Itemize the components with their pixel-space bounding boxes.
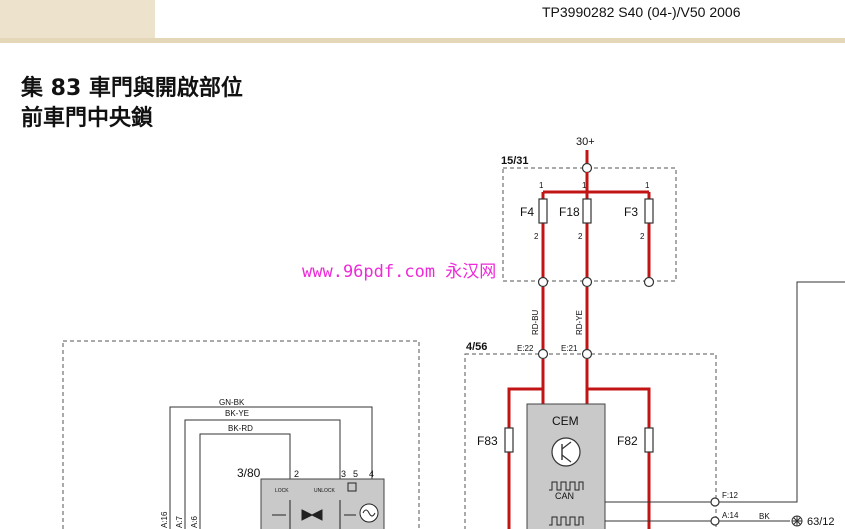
cem-conn-e22-node [537,348,549,360]
supply-node [581,162,593,174]
cem-bus-label: CAN [555,491,574,501]
fuse-f4 [538,198,548,224]
lock-conn-a6: A:6 [190,515,199,528]
lock-conn-a16: A:16 [160,511,169,528]
cem-rail-left [507,387,543,529]
lock-label: LOCK [275,488,289,494]
lock-switch-icon [272,482,357,529]
supply-label: 30+ [576,136,595,148]
fuse-f4-pin1: 1 [539,181,544,190]
f4-node [537,276,549,288]
wire-bk-label: BK [759,512,770,521]
cem-box-outline [464,353,717,529]
cem-conn-e22: E:22 [517,344,534,353]
wire-gn-bk [169,406,373,529]
conn-a14-label: A:14 [722,511,739,520]
ground-icon [791,515,803,527]
ground-label: 63/12 [807,516,835,528]
lock-pin-2: 2 [294,469,299,479]
lock-pin-5: 5 [353,469,358,479]
lock-wire-bk-rd: BK-RD [228,424,253,433]
f18-node [581,276,593,288]
lock-pin-4: 4 [369,469,374,479]
fuse-f18-pin1: 1 [582,181,587,190]
document-id: TP3990282 S40 (04-)/V50 2006 [542,4,741,20]
watermark: www.96pdf.com 永汉网 [302,262,497,282]
fuse-f82-label: F82 [617,434,638,448]
cem-module-label: CEM [552,414,579,428]
fuse-f82 [644,427,654,453]
lock-box-id: 3/80 [237,466,261,480]
fuse-f3-pin1: 1 [645,181,650,190]
conn-a14-node [710,516,720,526]
fuse-f83 [504,427,514,453]
fuse-box-id: 15/31 [501,155,529,167]
wire-bk-ye [184,419,341,529]
fuse-f18 [582,198,592,224]
fuse-f3-pin2: 2 [640,232,645,241]
conn-f12-node [710,497,720,507]
wire-bk-rd [199,433,291,529]
conn-f12-label: F:12 [722,491,739,500]
header-band [0,0,155,40]
fuse-f3-label: F3 [624,205,638,219]
f3-node [643,276,655,288]
page-title: 集 83 車門與開啟部位 [21,76,243,101]
pulse-icon-top [549,481,584,491]
transistor-icon [551,437,581,467]
wire-rd-bu-label: RD-BU [531,309,540,335]
transistor-icon-collector [561,441,572,450]
lock-wire-bk-ye: BK-YE [225,409,249,418]
lock-wire-gn-bk: GN-BK [219,398,245,407]
cem-conn-e21-node [581,348,593,360]
fuse-f4-pin2: 2 [534,232,539,241]
fuse-f83-label: F83 [477,434,498,448]
f12-lead [719,281,845,503]
motor-icon [359,503,379,523]
header-rule [0,38,845,43]
fuse-f3 [644,198,654,224]
fuse-f4-label: F4 [520,205,534,219]
lock-pin-3: 3 [341,469,346,479]
unlock-label: UNLOCK [314,488,336,494]
pulse-icon-bottom [549,516,584,526]
lock-conn-a7: A:7 [175,515,184,528]
cem-box-id: 4/56 [466,341,487,353]
page-subtitle: 前車門中央鎖 [21,106,154,131]
wire-rd-ye-label: RD-YE [575,310,584,335]
cem-conn-e21: E:21 [561,344,578,353]
lock-box-outline [62,340,420,529]
cem-rail-right [587,387,651,529]
fuse-f18-pin2: 2 [578,232,583,241]
fuse-f18-label: F18 [559,205,580,219]
transistor-icon-emitter [561,454,572,463]
